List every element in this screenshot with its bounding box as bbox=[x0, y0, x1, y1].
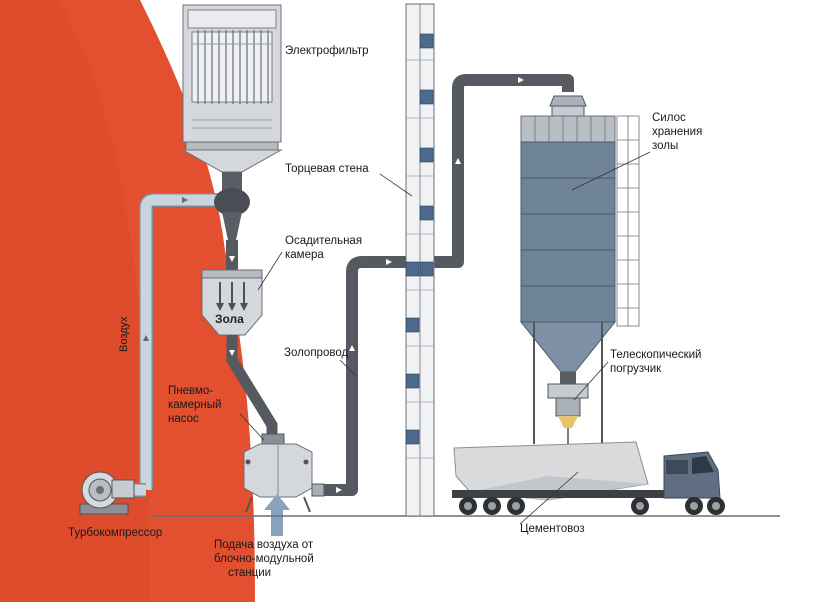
loader-label-2: погрузчик bbox=[610, 363, 662, 375]
electrofilter-plates bbox=[191, 30, 273, 129]
chamber-arrows bbox=[219, 282, 245, 305]
ash-arrow-down-icon-2 bbox=[229, 350, 235, 356]
ash-hopper-label: Зола bbox=[215, 312, 244, 326]
ash-pipe-lower bbox=[226, 335, 278, 440]
air-supply-label-1: Подача воздуха от bbox=[214, 539, 314, 551]
end-wall bbox=[405, 3, 435, 517]
ash-pipeline bbox=[324, 74, 574, 496]
ash-pipe-upper bbox=[226, 240, 238, 270]
truck-label: Цементовоз bbox=[520, 523, 585, 535]
ash-storage-silo bbox=[519, 95, 640, 444]
silo-label-2: хранения bbox=[652, 126, 702, 138]
air-arrow-right-icon bbox=[182, 197, 188, 203]
air-arrow-up-icon bbox=[143, 335, 149, 341]
air-supply-arrow bbox=[264, 494, 290, 536]
loader-label-1: Телескопический bbox=[610, 349, 701, 361]
settling-chamber-label-2: камера bbox=[285, 249, 324, 261]
pipeline-arrow-up-icon-2 bbox=[455, 158, 461, 164]
electrofilter bbox=[181, 4, 283, 240]
ash-line-label: Золопровод bbox=[284, 347, 348, 359]
ash-arrow-down-icon bbox=[229, 256, 235, 262]
end-wall-windows bbox=[405, 33, 434, 445]
cement-truck bbox=[452, 441, 725, 515]
settling-chamber: Зола bbox=[201, 269, 263, 336]
pump-label-3: насос bbox=[168, 413, 199, 425]
pipeline-arrow-up-icon bbox=[349, 345, 355, 351]
pump-label-2: камерный bbox=[168, 399, 221, 411]
pump-label-1: Пневмо- bbox=[168, 385, 213, 397]
pneumatic-chamber-pump bbox=[243, 433, 325, 513]
end-wall-label: Торцевая стена bbox=[285, 163, 369, 175]
red-background-shade bbox=[0, 0, 150, 602]
pipeline-arrow-right-icon bbox=[336, 487, 342, 493]
silo-label-3: золы bbox=[652, 140, 678, 152]
pipeline-arrow-right-icon-2 bbox=[386, 259, 392, 265]
truck-wheels bbox=[459, 497, 725, 515]
electrofilter-label: Электрофильтр bbox=[285, 45, 369, 57]
telescopic-loader bbox=[547, 372, 589, 458]
air-supply-label-2: блочно-модульной bbox=[214, 553, 314, 565]
silo-ladder bbox=[616, 115, 640, 327]
turbocompressor bbox=[79, 471, 135, 515]
air-supply-label-3: станции bbox=[228, 567, 271, 579]
air-label: Воздух bbox=[118, 316, 130, 352]
turbocompressor-label: Турбокомпрессор bbox=[68, 527, 162, 539]
pipeline-arrow-right-icon-3 bbox=[518, 77, 524, 83]
silo-label-1: Силос bbox=[652, 112, 686, 124]
settling-chamber-label-1: Осадительная bbox=[285, 235, 362, 247]
